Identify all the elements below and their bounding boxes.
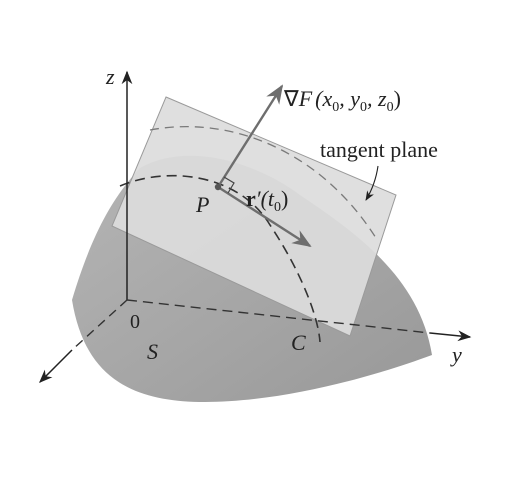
x-axis-dashed [71,299,128,351]
gradient-z: , z [367,86,387,111]
gradient-close: ) [394,86,401,111]
gradient-vector [216,84,284,188]
gradient-sub-x: 0 [332,100,339,115]
gradient-sub-y: 0 [360,100,367,115]
tangent-vector [217,185,312,248]
y-axis-dashed [126,299,431,334]
y-axis-label: y [450,342,462,367]
tangent-vector-label: r′(t0) [246,186,288,215]
r-sub-0: 0 [274,200,281,215]
gradient-sub-z: 0 [387,100,394,115]
tangent-plane [111,96,397,337]
x-axis [39,349,73,383]
plane-dashed-arc [149,126,377,239]
gradient-args-open: (x [315,86,332,111]
tangent-plane-label: tangent plane [320,137,438,162]
gradient-label: ∇F(x0, y0, z0) [283,86,401,115]
gradient-y: , y [339,86,360,111]
surface-s-label: S [147,339,158,364]
point-p [214,183,222,191]
y-axis [429,330,472,342]
right-angle-marker [223,176,235,194]
tangent-plane-pointer [365,165,379,201]
gradient-nabla: ∇ [283,86,299,111]
gradient-f: F [298,86,313,111]
z-axis-label: z [105,64,115,89]
curve-c [119,174,321,343]
curve-c-label: C [291,330,306,355]
r-prime-t: ′(t [256,186,275,211]
point-p-label: P [195,192,209,217]
origin-label: 0 [130,311,140,333]
r-close: ) [281,186,288,211]
r-bold: r [246,186,256,211]
